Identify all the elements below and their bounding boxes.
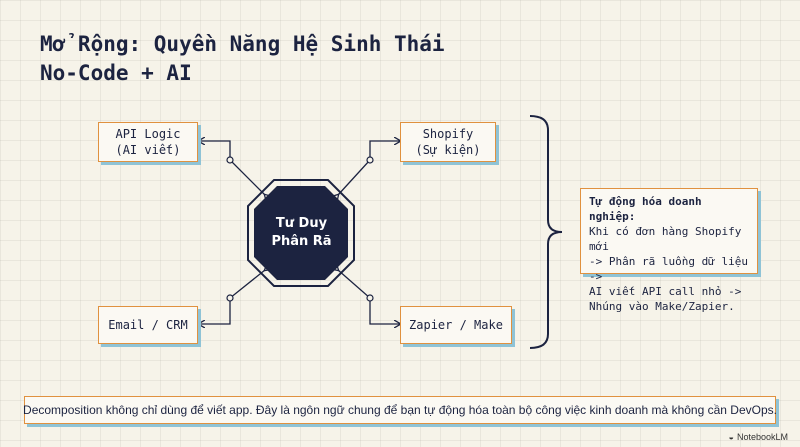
connector-email-crm: [199, 270, 265, 324]
page-title: Mở Rộng: Quyền Năng Hệ Sinh Thái No-Code…: [40, 30, 445, 88]
node-zapier-make: Zapier / Make: [400, 306, 512, 344]
callout-automation: Tự động hóa doanh nghiệp: Khi có đơn hàn…: [580, 188, 758, 313]
node-shopify: Shopify (Sự kiện): [400, 122, 496, 162]
title-line-1: Mở Rộng: Quyền Năng Hệ Sinh Thái: [40, 32, 445, 56]
node-api-logic-line-2: (AI viết): [115, 143, 181, 157]
center-label-line-1: Tư Duy: [275, 215, 328, 231]
title-line-2: No-Code + AI: [40, 61, 192, 85]
footer-note-text: Decomposition không chỉ dùng để viết app…: [23, 403, 777, 417]
connector-zapier-make: [338, 270, 400, 324]
connector-shopify: [338, 141, 400, 195]
notebooklm-logo-icon: ◒: [728, 432, 734, 442]
callout-line-2: -> Phân rã luồng dữ liệu ->: [589, 255, 748, 283]
node-zapier-make-line-1: Zapier / Make: [409, 318, 503, 332]
curly-brace: [529, 115, 563, 349]
callout-line-1: Khi có đơn hàng Shopify mới: [589, 225, 742, 253]
callout-title: Tự động hóa doanh nghiệp:: [589, 195, 702, 223]
node-api-logic: API Logic (AI viết): [98, 122, 198, 162]
connector-api-logic: [199, 141, 265, 195]
callout-line-4: Nhúng vào Make/Zapier.: [589, 300, 735, 313]
footer-note: Decomposition không chỉ dùng để viết app…: [23, 396, 777, 424]
center-label-line-2: Phân Rã: [271, 233, 332, 249]
center-octagon: [247, 179, 355, 287]
node-email-crm: Email / CRM: [98, 306, 198, 344]
center-label: Tư Duy Phân Rã: [249, 180, 354, 285]
node-shopify-line-2: (Sự kiện): [415, 143, 481, 157]
node-email-crm-line-1: Email / CRM: [108, 318, 188, 332]
node-shopify-line-1: Shopify: [422, 127, 474, 141]
node-api-logic-line-1: API Logic: [115, 127, 181, 141]
callout-line-3: AI viết API call nhỏ ->: [589, 285, 742, 298]
brand-badge: ◒ NotebookLM: [729, 432, 788, 442]
brand-label: NotebookLM: [736, 432, 788, 442]
